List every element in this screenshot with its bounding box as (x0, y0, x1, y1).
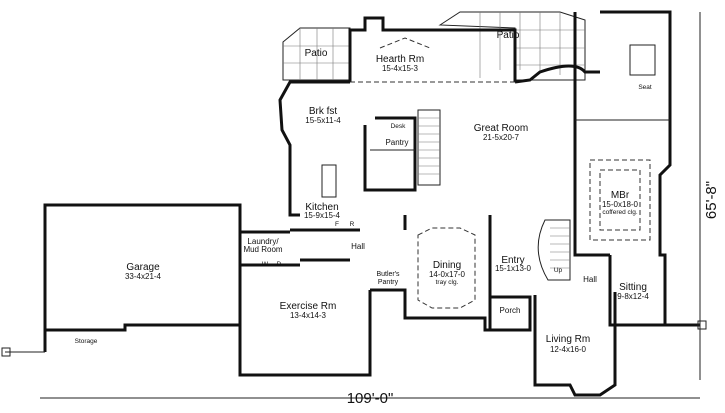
refrigerator: R (350, 221, 355, 228)
dimension-width: 109'-0" (40, 390, 700, 407)
walls (1, 10, 707, 397)
depth-dimension-label: 65'-8" (703, 181, 720, 219)
room-master-bedroom: MBr (611, 190, 630, 201)
width-dimension-label: 109'-0" (347, 390, 394, 407)
room-entry-dims: 15-1x13-0 (495, 264, 532, 273)
room-kitchen: Kitchen (305, 202, 338, 213)
room-labels: Patio Hearth Rm 15-4x15-3 Patio Brk fst … (75, 30, 652, 354)
dimension-depth: 65'-8" (699, 12, 720, 380)
room-porch: Porch (500, 306, 521, 315)
stair-up-label: Up (554, 267, 563, 274)
washer: W (262, 261, 269, 268)
room-master-bedroom-dims: 15-0x18-0 (602, 200, 639, 209)
room-living-dims: 12-4x16-0 (550, 345, 587, 354)
room-hearth: Hearth Rm (376, 54, 424, 65)
dryer: D (277, 261, 282, 268)
room-hall-west: Hall (351, 242, 365, 251)
room-patio-left: Patio (305, 48, 328, 59)
room-breakfast-dims: 15-5x11-4 (305, 116, 341, 125)
room-dining: Dining (433, 260, 461, 271)
room-breakfast: Brk fst (309, 106, 338, 117)
room-living: Living Rm (546, 334, 590, 345)
room-sitting-dims: 9-8x12-4 (617, 292, 649, 301)
storage: Storage (75, 338, 98, 345)
room-garage-dims: 33-4x21-4 (125, 272, 162, 281)
freezer: F (335, 221, 339, 228)
room-hall-east: Hall (583, 275, 597, 284)
room-pantry: Pantry (385, 138, 408, 147)
room-kitchen-dims: 15-9x15-4 (304, 211, 341, 220)
room-butlers-pantry-sub: Pantry (378, 279, 399, 286)
room-laundry-sub: Mud Room (243, 245, 282, 254)
room-sitting: Sitting (619, 282, 647, 293)
room-great-room-dims: 21-5x20-7 (483, 133, 520, 142)
patio-right-paving (438, 11, 586, 81)
room-patio-right: Patio (497, 30, 520, 41)
room-hearth-dims: 15-4x15-3 (382, 64, 419, 73)
seat: Seat (638, 84, 652, 91)
room-great-room: Great Room (474, 123, 528, 134)
room-laundry: Laundry/ (247, 237, 279, 246)
room-butlers-pantry: Butler's (376, 271, 400, 278)
room-entry: Entry (501, 255, 524, 266)
room-dining-dims: 14-0x17-0 (429, 270, 466, 279)
room-master-bedroom-note: coffered clg. (602, 209, 637, 216)
room-garage: Garage (126, 262, 160, 273)
room-exercise: Exercise Rm (280, 301, 337, 312)
desk: Desk (391, 123, 407, 130)
room-exercise-dims: 13-4x14-3 (290, 311, 327, 320)
room-dining-note: tray clg. (436, 279, 459, 286)
